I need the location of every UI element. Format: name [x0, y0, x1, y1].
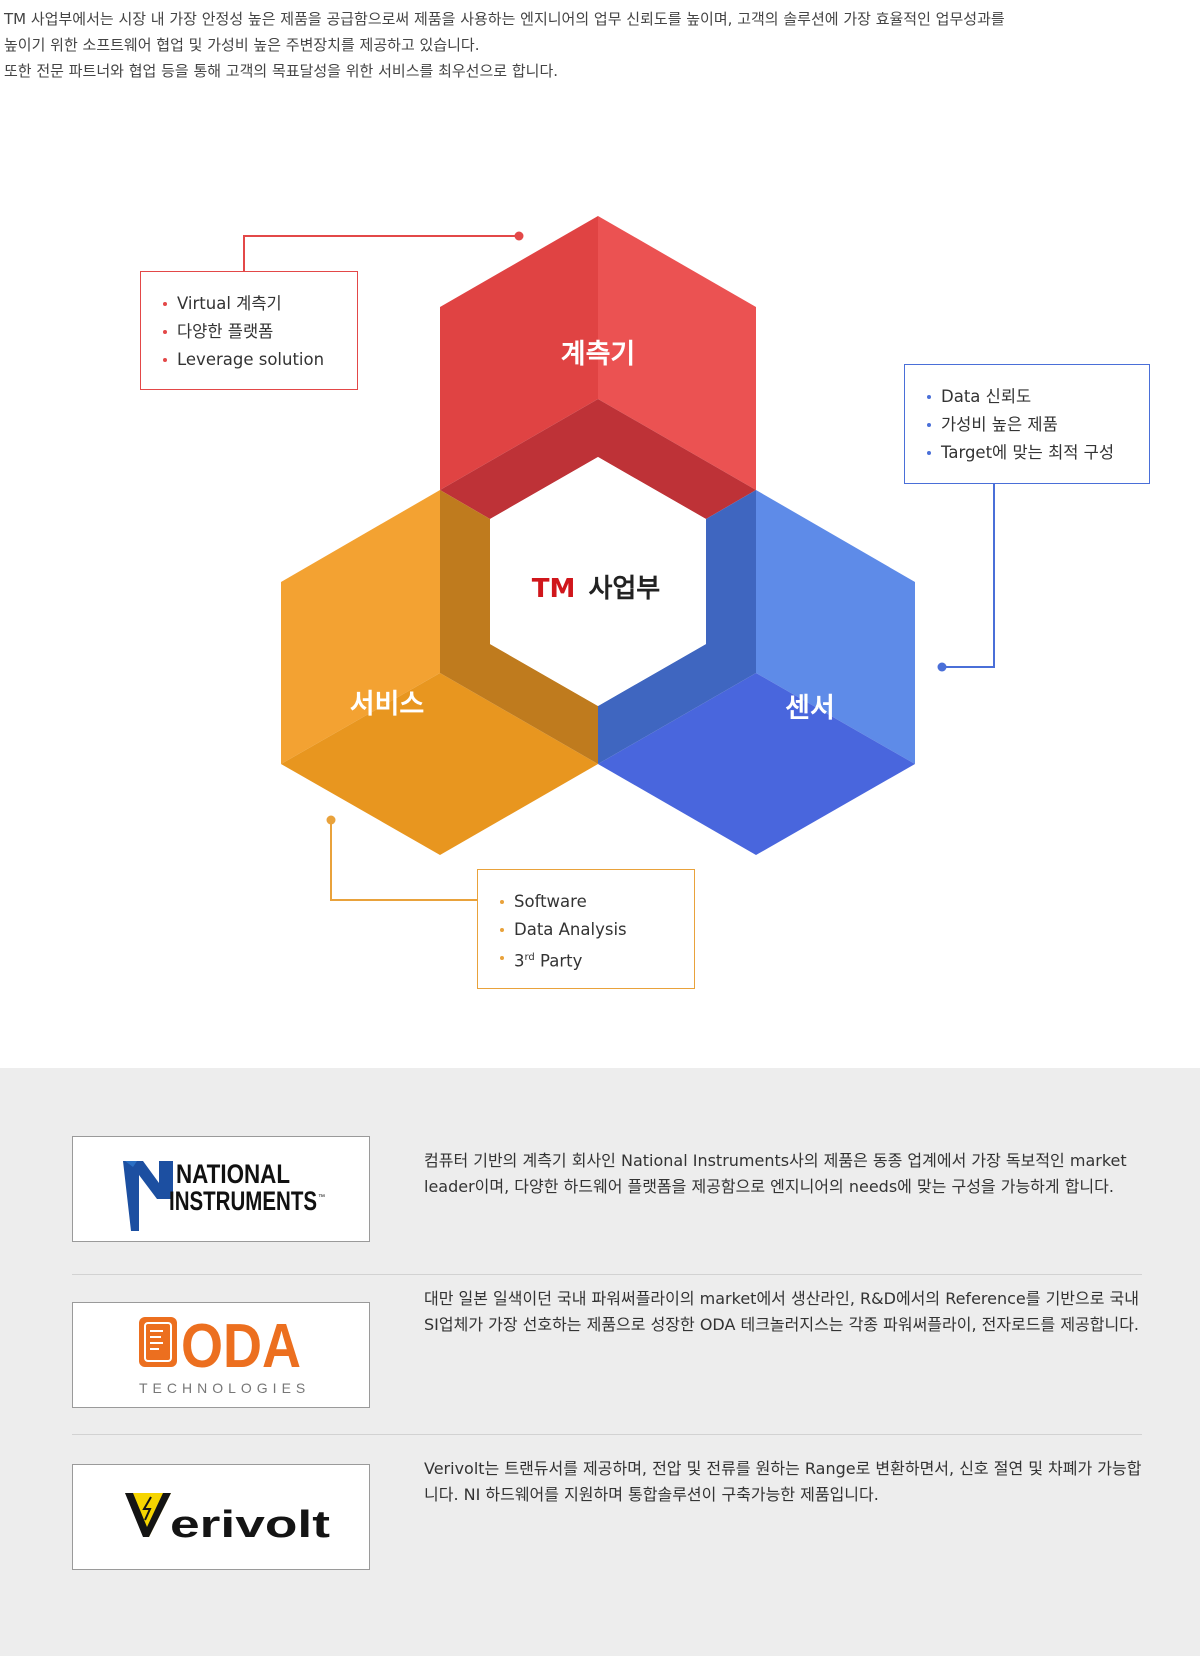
bullet-dot [163, 358, 167, 362]
callout-service: Software Data Analysis 3rd Party [477, 869, 695, 989]
segment-sensor [598, 490, 915, 855]
svg-text:ODA: ODA [181, 1312, 301, 1381]
bullet-dot [163, 302, 167, 306]
label-sensor: 센서 [785, 693, 835, 724]
callout-sensor-item: 가성비 높은 제품 [925, 411, 1133, 439]
callout-sensor: Data 신뢰도 가성비 높은 제품 Target에 맞는 최적 구성 [904, 364, 1150, 484]
callout-measure-item: Leverage solution [161, 346, 341, 374]
partner-row-verivolt: erivolt Verivolt는 트랜듀서를 제공하며, 전압 및 전류를 원… [72, 1434, 1142, 1594]
segment-service [281, 490, 598, 855]
callout-service-item: 3rd Party [498, 944, 678, 976]
bullet-dot [927, 451, 931, 455]
bullet-dot [500, 928, 504, 932]
center-label-text: 사업부 [588, 574, 660, 604]
connector-sensor [937, 484, 995, 672]
callout-service-item: Software [498, 888, 678, 916]
bullet-dot [500, 956, 504, 960]
segment-measure [440, 216, 756, 519]
intro-line-3: 또한 전문 파트너와 협업 등을 통해 고객의 목표달성을 위한 서비스를 최우… [4, 62, 559, 80]
callout-measure-item: Virtual 계측기 [161, 290, 341, 318]
callout-measure: Virtual 계측기 다양한 플랫폼 Leverage solution [140, 271, 358, 390]
svg-text:erivolt: erivolt [170, 1504, 330, 1546]
intro-line-2: 높이기 위한 소프트웨어 협업 및 가성비 높은 주변장치를 제공하고 있습니다… [4, 36, 480, 54]
ni-logo-icon: NATIONAL INSTRUMENTS ™ [123, 1159, 325, 1231]
bullet-dot [163, 330, 167, 334]
partner-row-oda: ODA TECHNOLOGIES 대만 일본 일색이던 국내 파워써플라이의 m… [72, 1274, 1142, 1435]
svg-text:INSTRUMENTS: INSTRUMENTS [169, 1186, 317, 1216]
partner-description-oda: 대만 일본 일색이던 국내 파워써플라이의 market에서 생산라인, R&D… [424, 1289, 1140, 1334]
partner-description-ni: 컴퓨터 기반의 계측기 회사인 National Instruments사의 제… [424, 1151, 1127, 1196]
intro-line-1: TM 사업부에서는 시장 내 가장 안정성 높은 제품을 공급함으로써 제품을 … [4, 10, 1005, 28]
partner-row-ni: NATIONAL INSTRUMENTS ™ 컴퓨터 기반의 계측기 회사인 N… [72, 1068, 1142, 1275]
callout-measure-item: 다양한 플랫폼 [161, 318, 341, 346]
bullet-dot [500, 900, 504, 904]
callout-sensor-item: Target에 맞는 최적 구성 [925, 439, 1133, 467]
oda-logo-icon: ODA TECHNOLOGIES [139, 1312, 310, 1396]
bullet-dot [927, 395, 931, 399]
center-label-tm: TM [532, 574, 576, 604]
callout-sensor-item: Data 신뢰도 [925, 383, 1133, 411]
partners-section: NATIONAL INSTRUMENTS ™ 컴퓨터 기반의 계측기 회사인 N… [0, 1068, 1200, 1656]
partner-description-verivolt: Verivolt는 트랜듀서를 제공하며, 전압 및 전류를 원하는 Range… [424, 1459, 1142, 1504]
svg-text:™: ™ [318, 1194, 325, 1201]
ordinal-suffix: rd [524, 952, 535, 963]
center-hexagon [490, 457, 706, 706]
connector-service [326, 815, 477, 901]
center-label: TM 사업부 [532, 574, 661, 604]
svg-text:NATIONAL: NATIONAL [176, 1159, 290, 1189]
label-service: 서비스 [350, 689, 425, 720]
logo-verivolt: erivolt [72, 1464, 370, 1570]
intro-text: TM 사업부에서는 시장 내 가장 안정성 높은 제품을 공급함으로써 제품을 … [4, 6, 1194, 84]
callout-service-item: Data Analysis [498, 916, 678, 944]
tm-business-diagram: 계측기 센서 서비스 TM 사업부 [243, 216, 995, 901]
label-measure: 계측기 [561, 339, 636, 370]
svg-text:TECHNOLOGIES: TECHNOLOGIES [139, 1380, 310, 1396]
logo-national-instruments: NATIONAL INSTRUMENTS ™ [72, 1136, 370, 1242]
bullet-dot [927, 423, 931, 427]
verivolt-logo-icon: erivolt [125, 1493, 330, 1546]
logo-oda-technologies: ODA TECHNOLOGIES [72, 1302, 370, 1408]
connector-measure [243, 231, 524, 271]
